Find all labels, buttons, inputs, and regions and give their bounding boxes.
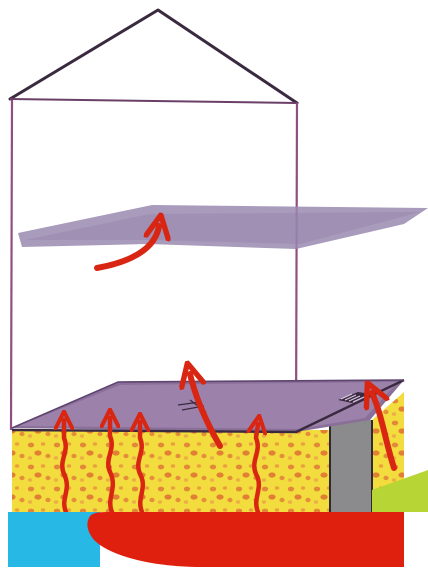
heat-source-layer bbox=[87, 512, 404, 567]
water-layer bbox=[8, 512, 100, 567]
roof bbox=[10, 10, 297, 103]
left-wall bbox=[11, 100, 12, 430]
roof-base-line bbox=[10, 99, 297, 103]
insulation-foundation bbox=[12, 430, 330, 512]
roof-outline bbox=[10, 10, 297, 103]
concrete-wall bbox=[330, 420, 372, 512]
